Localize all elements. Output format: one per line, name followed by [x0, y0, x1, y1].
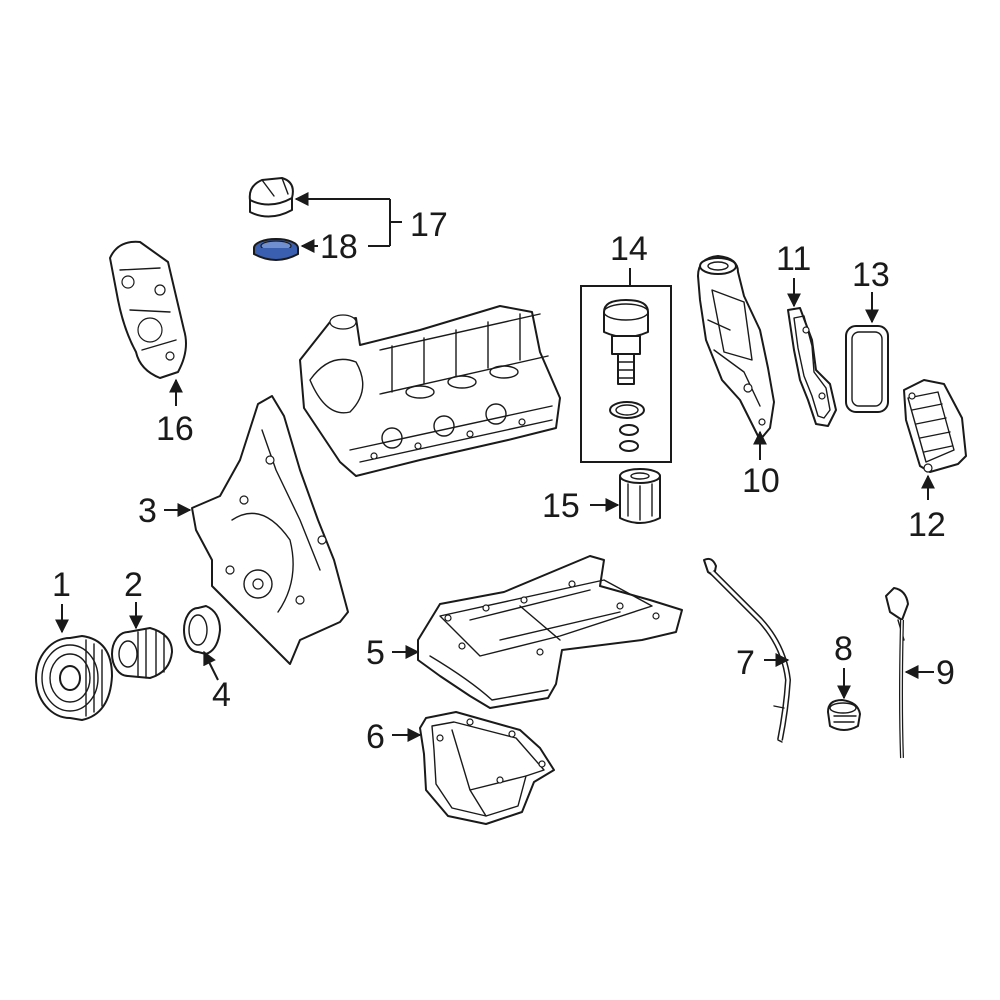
callout-8[interactable]: 8: [834, 630, 853, 668]
callout-10[interactable]: 10: [742, 462, 780, 500]
timing-cover[interactable]: [191, 395, 349, 665]
callout-15[interactable]: 15: [542, 487, 580, 525]
lower-oil-pan[interactable]: [419, 711, 555, 825]
callout-18[interactable]: 18: [320, 228, 358, 266]
cap-seal-ring[interactable]: [253, 238, 299, 261]
oil-filter-cap-assembly[interactable]: [603, 299, 649, 452]
callout-6[interactable]: 6: [366, 718, 385, 756]
callout-12[interactable]: 12: [908, 506, 946, 544]
callout-14[interactable]: 14: [610, 230, 648, 268]
callout-5[interactable]: 5: [366, 634, 385, 672]
oil-filter-element[interactable]: [619, 468, 661, 524]
callout-7[interactable]: 7: [736, 644, 755, 682]
oil-filter-housing[interactable]: [697, 255, 775, 441]
callout-1[interactable]: 1: [52, 566, 71, 604]
engine-cover-plate[interactable]: [109, 240, 187, 379]
front-crank-seal[interactable]: [183, 605, 221, 655]
callout-bracket-17: [294, 192, 402, 253]
callout-16[interactable]: 16: [156, 410, 194, 448]
oil-cooler-gasket[interactable]: [845, 325, 889, 413]
callout-3[interactable]: 3: [138, 492, 157, 530]
crankshaft-pulley[interactable]: [35, 635, 113, 721]
filter-housing-gasket[interactable]: [787, 307, 837, 427]
oil-filler-cap[interactable]: [248, 177, 294, 218]
cylinder-head[interactable]: [299, 305, 561, 477]
callout-17[interactable]: 17: [410, 206, 448, 244]
oil-drain-plug[interactable]: [827, 699, 861, 731]
callout-13[interactable]: 13: [852, 256, 890, 294]
dipstick-tube[interactable]: [703, 557, 792, 743]
oil-filter-housing-box: [580, 285, 672, 463]
oil-cooler[interactable]: [903, 379, 967, 473]
callout-9[interactable]: 9: [936, 654, 955, 692]
oil-dipstick[interactable]: [885, 587, 909, 759]
upper-oil-pan[interactable]: [417, 555, 683, 709]
callout-11[interactable]: 11: [776, 240, 811, 278]
vibration-damper-hub[interactable]: [111, 627, 173, 679]
callout-4[interactable]: 4: [212, 676, 231, 714]
callout-2[interactable]: 2: [124, 566, 143, 604]
